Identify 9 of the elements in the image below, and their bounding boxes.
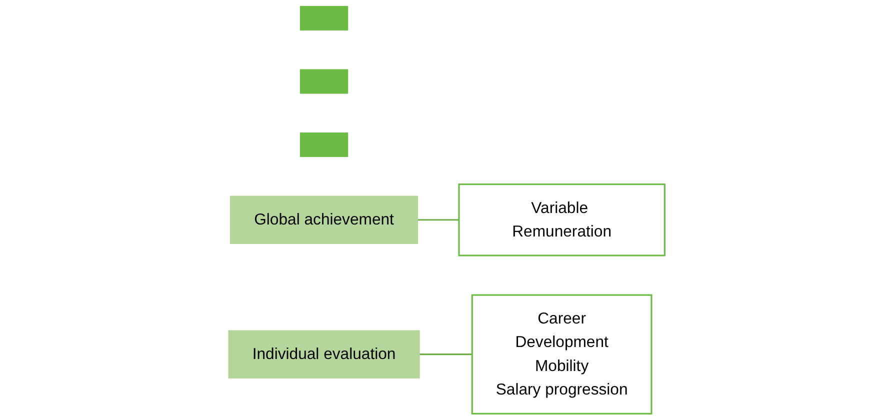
node-bar — [300, 69, 349, 94]
node-bar — [300, 132, 349, 157]
node-box: Variable Remuneration — [458, 184, 666, 256]
node-box: Career Development Mobility Salary progression — [472, 294, 653, 414]
connector — [420, 354, 472, 356]
node-box: Global achievement — [230, 196, 418, 244]
node-bar — [300, 6, 349, 30]
connector — [418, 219, 460, 221]
node-box: Individual evaluation — [228, 330, 420, 378]
